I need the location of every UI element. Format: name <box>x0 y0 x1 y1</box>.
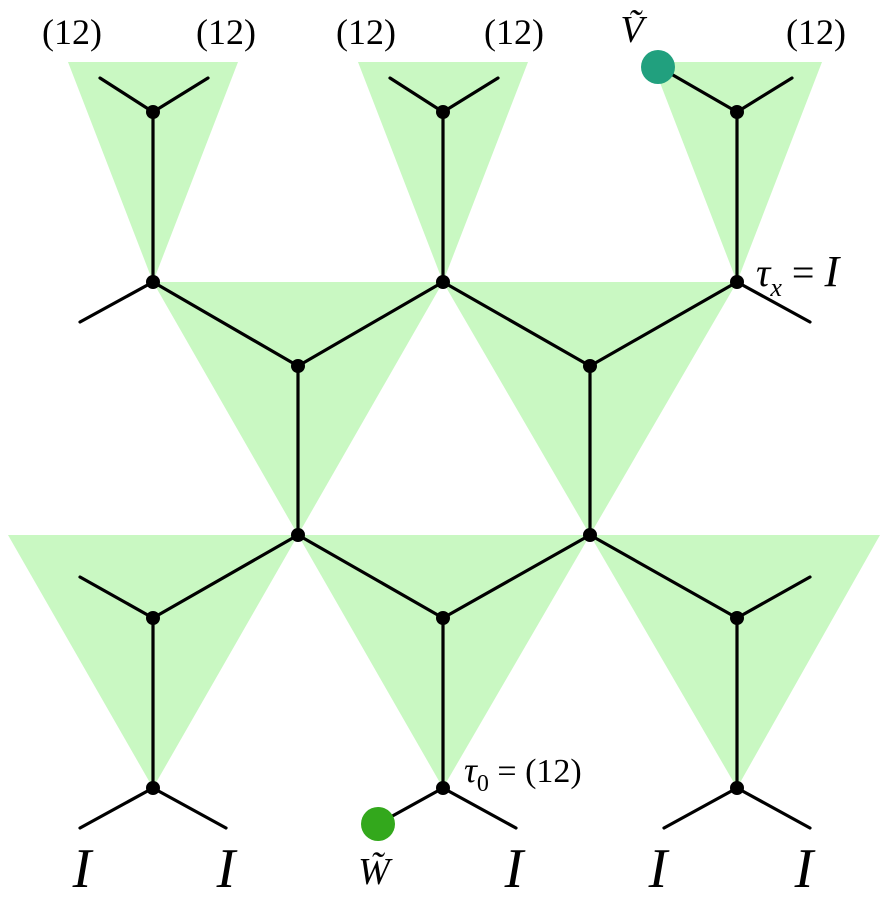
bottom-label-w-tilde: W̃ <box>358 851 393 893</box>
top-label: (12) <box>786 12 846 52</box>
vertex <box>436 781 450 795</box>
vertex <box>291 528 305 542</box>
vertex <box>583 359 597 373</box>
top-label: (12) <box>42 12 102 52</box>
edge <box>588 280 739 368</box>
edge <box>78 280 155 324</box>
edge <box>151 533 300 620</box>
vertex <box>436 275 450 289</box>
vertex <box>730 105 744 119</box>
bottom-label: I <box>504 838 526 900</box>
tau-0-subscript: 0 <box>477 771 489 797</box>
vertex <box>730 275 744 289</box>
tau-x-symbol: τ <box>756 250 772 295</box>
vertex <box>146 105 160 119</box>
edge <box>735 76 794 114</box>
top-label: (12) <box>336 12 396 52</box>
vertex <box>291 359 305 373</box>
edge <box>296 280 445 368</box>
v-tilde-marker <box>641 50 675 84</box>
network-vertices <box>146 105 744 795</box>
top-labels: (12) (12) (12) (12) Ṽ (12) <box>42 9 846 52</box>
vertex <box>146 611 160 625</box>
edge <box>78 575 155 620</box>
edge <box>441 76 500 114</box>
bottom-label: I <box>72 838 94 900</box>
edge <box>588 533 739 620</box>
network-edges <box>78 65 812 830</box>
edge <box>441 280 592 368</box>
edge <box>735 575 812 620</box>
top-label: (12) <box>196 12 256 52</box>
bottom-label: I <box>648 838 670 900</box>
vertex <box>583 528 597 542</box>
edge <box>735 786 812 830</box>
edge <box>98 76 155 114</box>
bottom-label: I <box>794 838 816 900</box>
vertex <box>436 611 450 625</box>
tau-x-subscript: x <box>769 273 782 302</box>
vertex <box>146 275 160 289</box>
vertex <box>146 781 160 795</box>
vertex <box>730 781 744 795</box>
tau-0-annotation: τ0 = (12) <box>464 750 582 797</box>
tau-0-rest: = (12) <box>489 753 582 790</box>
edge <box>662 786 739 830</box>
bottom-label: I <box>216 838 238 900</box>
edge <box>151 280 300 368</box>
edge <box>78 786 155 830</box>
triangle-low-3 <box>590 535 880 788</box>
edge <box>296 533 445 620</box>
top-label-v-tilde: Ṽ <box>620 9 647 51</box>
tau-x-equals: = <box>782 250 825 295</box>
edge <box>151 76 210 114</box>
edge <box>388 76 445 114</box>
bottom-labels: I I W̃ I I I <box>72 838 816 900</box>
edge <box>151 786 228 830</box>
vertex <box>730 611 744 625</box>
edge <box>441 533 592 620</box>
top-label: (12) <box>484 12 544 52</box>
edge <box>441 786 518 830</box>
tau-0-symbol: τ <box>464 750 478 790</box>
tau-x-value: I <box>823 247 841 296</box>
w-tilde-marker <box>361 807 395 841</box>
tau-x-annotation: τx = I <box>756 247 841 302</box>
vertex <box>436 105 450 119</box>
edge <box>735 280 812 324</box>
